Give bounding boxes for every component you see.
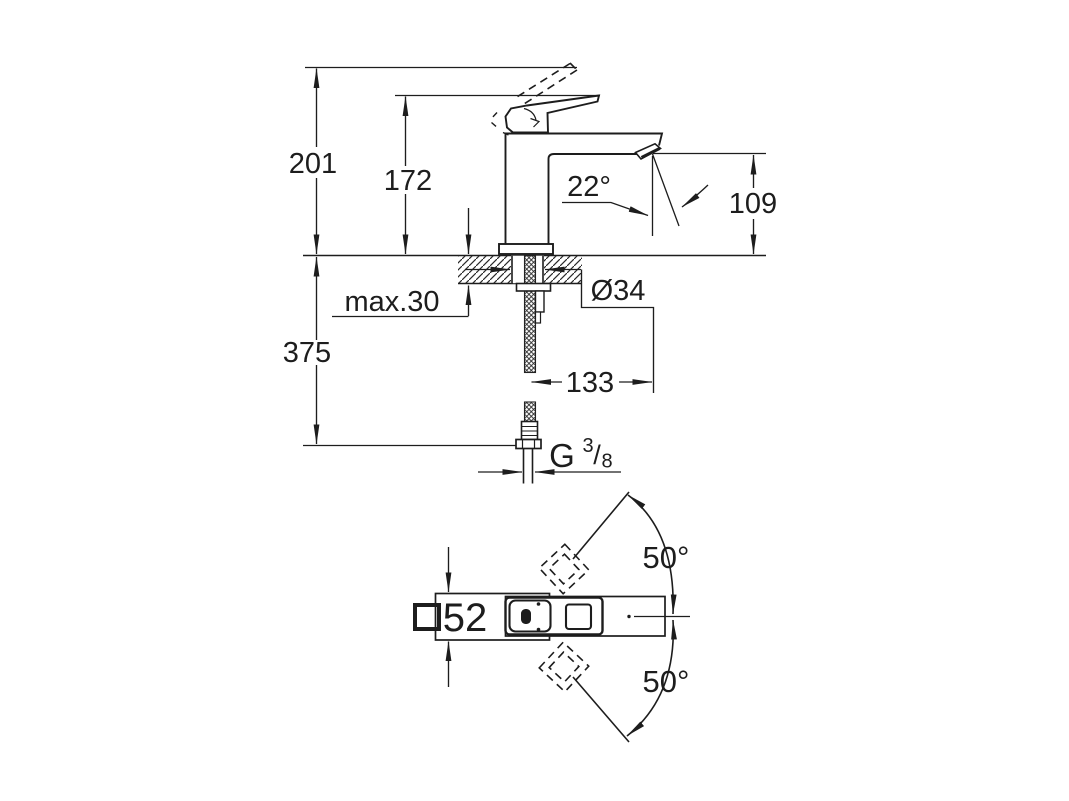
- label-height-below-deck: 375: [283, 337, 331, 369]
- spout-aerator: [634, 142, 662, 161]
- label-overall-height: 201: [289, 148, 337, 180]
- label-swing-upper: 50°: [643, 540, 690, 575]
- aerator-face: [640, 147, 661, 159]
- faucet-body-outline: [504, 132, 664, 244]
- label-swing-lower: 50°: [643, 664, 690, 699]
- lever-handle-detail: [523, 107, 541, 128]
- label-thread-slash: /: [593, 440, 601, 470]
- threaded-rod-hose-upper: [523, 255, 537, 374]
- nut-facets: [521, 439, 536, 449]
- handle-swung-up-dashed: [538, 543, 590, 595]
- handle-swung-down-inner: [548, 651, 580, 683]
- front-view: 22° 201 172 109 max.30 375 Ø34 133: [283, 62, 777, 484]
- swing-arc-lower: [626, 619, 677, 737]
- screw-dot-bottom: [536, 627, 541, 632]
- angle-curved-arrow: [681, 184, 709, 208]
- label-thread-denominator: 8: [601, 451, 612, 473]
- swing-limit-lines: [572, 491, 630, 743]
- label-spout-angle: 22°: [567, 171, 611, 203]
- label-body-width: 52: [443, 596, 488, 640]
- label-hole-diameter: Ø34: [591, 275, 646, 307]
- crimp-ridges: [521, 425, 538, 437]
- center-mark: [627, 614, 631, 619]
- handle-swung-up-inner: [548, 553, 580, 585]
- mounting-shank: [511, 255, 544, 284]
- lever-handle-raised-dashed: [515, 62, 578, 105]
- label-thread-letter: G: [549, 437, 575, 474]
- square-section-symbol: [413, 603, 441, 631]
- clamp-block: [534, 290, 545, 313]
- faucet-base-plate: [498, 243, 554, 255]
- label-spout-outlet-height: 109: [729, 188, 777, 220]
- lever-handle: [504, 94, 601, 134]
- handle-swung-down-outer: [538, 641, 590, 693]
- clamp-screw: [534, 311, 542, 324]
- outlet-square-top-view: [564, 603, 593, 631]
- handle-swung-down-dashed: [538, 641, 590, 693]
- lever-swing-marks: [490, 112, 513, 138]
- angle-leader-line: [562, 201, 649, 217]
- label-handle-height: 172: [384, 165, 432, 197]
- label-hose-offset: 133: [566, 367, 614, 399]
- label-max-deck-thickness: max.30: [344, 286, 439, 318]
- mounting-washer: [515, 282, 552, 292]
- screw-dot-top: [536, 602, 541, 606]
- hose-lower-segment: [523, 401, 537, 423]
- label-thread-numerator: 3: [582, 435, 593, 457]
- connection-tube: [522, 448, 534, 484]
- dia34-leader-line: [580, 269, 655, 393]
- swing-arc-upper: [627, 494, 677, 615]
- lever-joint-slot: [521, 609, 531, 624]
- handle-swung-up-outer: [538, 543, 590, 595]
- top-view: 50° 50° 52: [413, 491, 690, 743]
- connection-nut: [515, 438, 542, 450]
- water-stream-lines: [651, 153, 680, 236]
